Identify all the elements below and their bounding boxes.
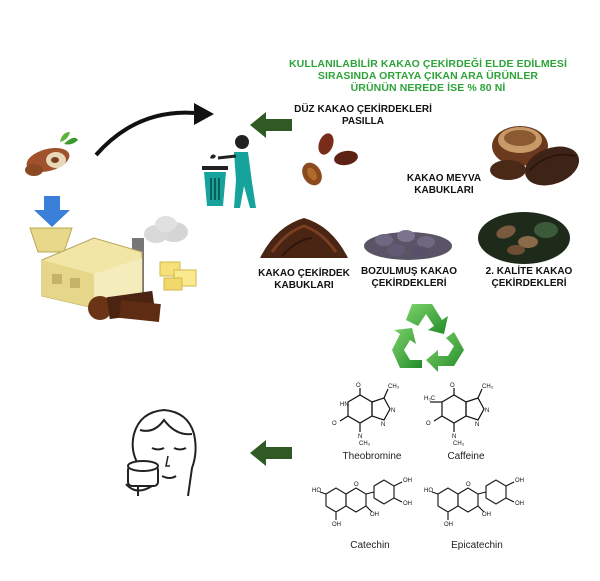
shell-label: KAKAO ÇEKİRDEK KABUKLARI — [252, 268, 356, 292]
second-quality-beans-image — [478, 212, 570, 264]
spoiled-label: BOZULMUŞ KAKAO ÇEKİRDEKLERİ — [356, 266, 462, 290]
svg-text:O: O — [356, 383, 361, 389]
svg-text:O: O — [426, 421, 431, 427]
title-line-1: KULLANILABİLİR KAKAO ÇEKİRDEĞİ ELDE EDİL… — [289, 58, 567, 70]
bean-shells-image — [260, 218, 348, 258]
spoiled-beans-image — [364, 230, 452, 260]
down-arrow-icon — [34, 196, 70, 227]
diagram-title: KULLANILABİLİR KAKAO ÇEKİRDEĞİ ELDE EDİL… — [278, 58, 578, 94]
second-quality-label-line-2: ÇEKİRDEKLERİ — [491, 278, 567, 289]
svg-text:HO: HO — [424, 488, 433, 494]
title-line-3: ÜRÜNÜN NEREDE İSE % 80 Nİ — [350, 82, 506, 94]
epicatechin-structure: HO OH OH OH OH O — [424, 478, 524, 528]
pod-shells-image — [490, 126, 580, 186]
svg-text:N: N — [391, 408, 395, 414]
caffeine-label: Caffeine — [447, 451, 485, 462]
epicatechin-label: Epicatechin — [451, 540, 503, 551]
svg-text:O: O — [332, 421, 337, 427]
svg-text:N: N — [358, 434, 362, 440]
svg-text:HN: HN — [340, 402, 349, 408]
svg-text:N: N — [452, 434, 456, 440]
curved-arrow-icon — [94, 103, 214, 157]
svg-text:CH₃: CH₃ — [482, 384, 494, 390]
svg-text:O: O — [450, 383, 455, 389]
second-quality-label: 2. KALİTE KAKAO ÇEKİRDEKLERİ — [474, 266, 584, 290]
left-arrow-icon — [250, 440, 292, 466]
svg-text:OH: OH — [332, 522, 341, 528]
svg-text:OH: OH — [370, 512, 379, 518]
svg-text:OH: OH — [515, 478, 524, 484]
svg-text:OH: OH — [403, 478, 412, 484]
pod-label-line-2: KABUKLARI — [414, 185, 474, 196]
svg-text:OH: OH — [482, 512, 491, 518]
svg-text:CH₃: CH₃ — [388, 384, 400, 390]
svg-text:OH: OH — [444, 522, 453, 528]
svg-text:OH: OH — [403, 501, 412, 507]
shell-label-line-1: KAKAO ÇEKİRDEK — [258, 268, 350, 279]
spoiled-label-line-1: BOZULMUŞ KAKAO — [360, 266, 458, 277]
flat-beans-image — [302, 133, 358, 186]
svg-text:N: N — [381, 422, 385, 428]
trash-bin-icon — [202, 135, 256, 208]
pasilla-label: DÜZ KAKAO ÇEKİRDEKLERİ PASILLA — [288, 104, 438, 128]
svg-text:OH: OH — [515, 501, 524, 507]
pasilla-label-line-2: PASILLA — [341, 116, 385, 127]
svg-text:O: O — [354, 482, 359, 488]
cocoa-pod-icon — [25, 132, 78, 176]
theobromine-label: Theobromine — [342, 451, 402, 462]
shell-label-line-2: KABUKLARI — [274, 280, 334, 291]
left-arrow-icon — [250, 112, 292, 138]
svg-text:N: N — [475, 422, 479, 428]
svg-text:H₃C: H₃C — [424, 396, 436, 402]
spoiled-label-line-2: ÇEKİRDEKLERİ — [371, 278, 447, 289]
second-quality-label-line-1: 2. KALİTE KAKAO — [485, 266, 573, 277]
svg-text:N: N — [485, 408, 489, 414]
svg-text:CH₃: CH₃ — [453, 441, 465, 447]
catechin-label: Catechin — [350, 540, 390, 551]
svg-text:HO: HO — [312, 488, 321, 494]
recycle-icon — [392, 304, 464, 372]
face-cream-icon — [125, 408, 197, 497]
pod-label-line-1: KAKAO MEYVA — [406, 173, 482, 184]
svg-text:CH₃: CH₃ — [359, 441, 371, 447]
title-line-2: SIRASINDA ORTAYA ÇIKAN ARA ÜRÜNLER — [317, 70, 539, 82]
pasilla-label-line-1: DÜZ KAKAO ÇEKİRDEKLERİ — [294, 104, 432, 115]
pod-label: KAKAO MEYVA KABUKLARI — [396, 173, 492, 197]
catechin-structure: HO OH OH OH OH O — [312, 478, 412, 528]
factory-icon — [29, 216, 197, 323]
svg-text:O: O — [466, 482, 471, 488]
